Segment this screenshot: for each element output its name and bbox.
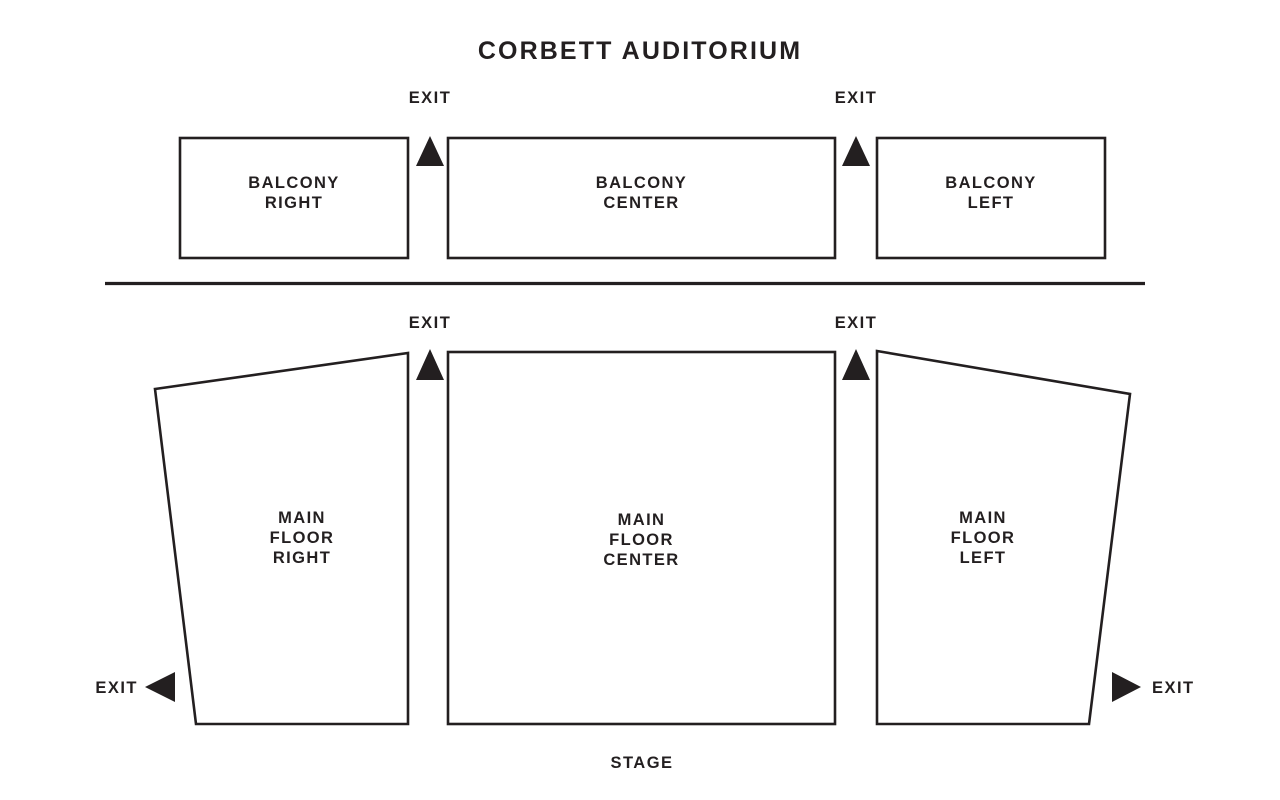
balcony-center-section[interactable] (446, 136, 837, 260)
main-floor-center-line2: FLOOR (609, 531, 674, 550)
main-floor-center-section[interactable] (446, 350, 837, 726)
main-floor-center-line3: CENTER (603, 551, 680, 570)
balcony-left-line2: LEFT (967, 194, 1015, 213)
stage-label: STAGE (610, 754, 674, 772)
balcony-right-label: BALCONY RIGHT (180, 173, 408, 213)
exit-label-main-left-side: EXIT (1152, 679, 1195, 697)
balcony-center-line2: CENTER (603, 194, 680, 213)
triangle-up-icon-main-right[interactable] (416, 349, 444, 380)
balcony-center-label: BALCONY CENTER (448, 173, 835, 213)
exit-label-main-left: EXIT (834, 314, 878, 332)
triangle-up-icon-balcony-right[interactable] (416, 136, 444, 166)
triangle-up-icon-main-left[interactable] (842, 349, 870, 380)
exit-label-balcony-left: EXIT (834, 89, 878, 107)
exit-label-balcony-right: EXIT (408, 89, 452, 107)
main-floor-right-line1: MAIN (278, 509, 326, 527)
triangle-up-icon-balcony-left[interactable] (842, 136, 870, 166)
main-floor-right-section[interactable] (153, 351, 410, 726)
balcony-right-section[interactable] (178, 136, 410, 260)
triangle-right-icon-main-left-side[interactable] (1112, 672, 1141, 702)
main-floor-left-section[interactable] (875, 349, 1132, 726)
exit-label-main-right: EXIT (408, 314, 452, 332)
main-floor-right-line2: FLOOR (269, 529, 335, 548)
main-floor-left-line2: FLOOR (950, 529, 1016, 548)
balcony-left-label: BALCONY LEFT (877, 173, 1105, 213)
main-floor-left-line1: MAIN (959, 509, 1007, 527)
balcony-left-section[interactable] (875, 136, 1107, 260)
balcony-right-line2: RIGHT (264, 194, 324, 213)
main-floor-left-line3: LEFT (959, 549, 1007, 568)
main-floor-center-line1: MAIN (617, 511, 666, 529)
balcony-center-line1: BALCONY (595, 174, 688, 192)
main-floor-right-line3: RIGHT (272, 549, 332, 568)
balcony-left-line1: BALCONY (945, 174, 1037, 192)
exit-label-main-right-side: EXIT (95, 679, 138, 697)
triangle-left-icon-main-right-side[interactable] (145, 672, 175, 702)
balcony-right-line1: BALCONY (248, 174, 340, 192)
page-title: CORBETT AUDITORIUM (477, 37, 803, 65)
